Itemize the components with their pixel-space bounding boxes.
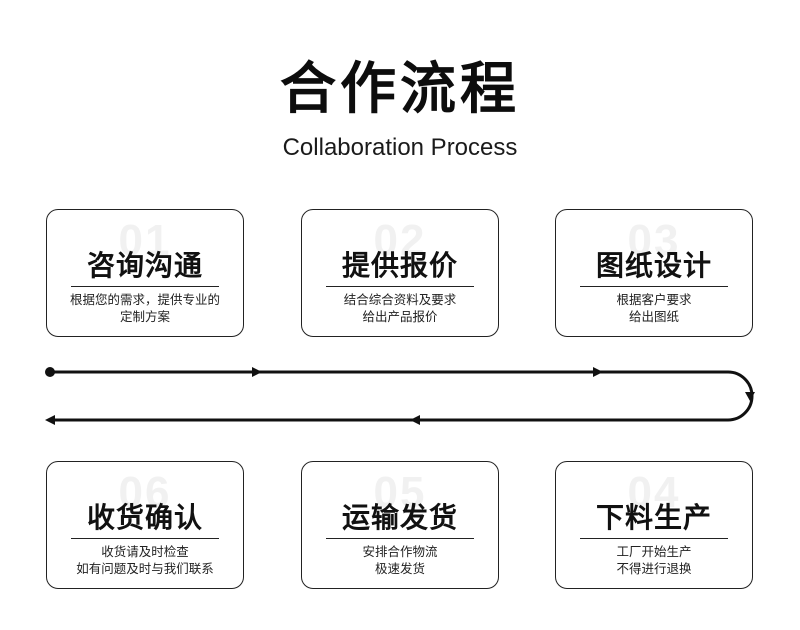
step-title: 收货确认 bbox=[86, 501, 203, 534]
step-description-line: 工厂开始生产 bbox=[616, 544, 692, 559]
step-title: 图纸设计 bbox=[595, 249, 712, 282]
step-description: 安排合作物流 极速发货 bbox=[308, 543, 492, 577]
step-card-02: 02 提供报价 结合综合资料及要求 给出产品报价 bbox=[301, 209, 499, 337]
arrow-right-icon bbox=[593, 367, 603, 377]
step-title: 下料生产 bbox=[595, 501, 712, 534]
step-description-line: 极速发货 bbox=[374, 561, 425, 576]
step-description-line: 根据您的需求，提供专业的 bbox=[69, 292, 220, 307]
step-description-line: 给出图纸 bbox=[628, 309, 679, 324]
step-description-line: 根据客户要求 bbox=[616, 292, 692, 307]
step-divider bbox=[326, 286, 474, 287]
step-card-05: 05 运输发货 安排合作物流 极速发货 bbox=[301, 461, 499, 589]
step-title: 咨询沟通 bbox=[86, 249, 203, 282]
step-number: 04 bbox=[627, 468, 681, 517]
step-description-line: 收货请及时检查 bbox=[101, 544, 189, 559]
step-description: 根据客户要求 给出图纸 bbox=[562, 291, 746, 325]
arrow-down-icon bbox=[745, 392, 755, 401]
step-number: 03 bbox=[627, 216, 681, 265]
step-divider bbox=[580, 286, 728, 287]
step-card-01: 01 咨询沟通 根据您的需求，提供专业的 定制方案 bbox=[46, 209, 244, 337]
step-description-line: 不得进行退换 bbox=[616, 561, 692, 576]
step-description: 工厂开始生产 不得进行退换 bbox=[562, 543, 746, 577]
step-description-line: 如有问题及时与我们联系 bbox=[76, 561, 214, 576]
step-card-04: 04 下料生产 工厂开始生产 不得进行退换 bbox=[555, 461, 753, 589]
step-description-line: 安排合作物流 bbox=[362, 544, 438, 559]
step-title: 提供报价 bbox=[341, 249, 458, 282]
step-divider bbox=[71, 286, 219, 287]
step-number: 01 bbox=[118, 216, 172, 265]
step-divider bbox=[71, 538, 219, 539]
step-card-03: 03 图纸设计 根据客户要求 给出图纸 bbox=[555, 209, 753, 337]
step-number: 02 bbox=[373, 216, 427, 265]
step-number: 05 bbox=[373, 468, 427, 517]
process-flow-arrows bbox=[45, 367, 755, 425]
step-card-06: 06 收货确认 收货请及时检查 如有问题及时与我们联系 bbox=[46, 461, 244, 589]
page-subtitle: Collaboration Process bbox=[282, 134, 518, 161]
arrow-left-icon bbox=[410, 415, 420, 425]
step-description: 收货请及时检查 如有问题及时与我们联系 bbox=[53, 543, 237, 577]
arrow-right-icon bbox=[252, 367, 262, 377]
step-description-line: 结合综合资料及要求 bbox=[343, 292, 457, 307]
step-number: 06 bbox=[118, 468, 172, 517]
flow-line bbox=[50, 370, 754, 422]
step-divider bbox=[326, 538, 474, 539]
step-title: 运输发货 bbox=[341, 501, 458, 534]
step-description: 根据您的需求，提供专业的 定制方案 bbox=[53, 291, 237, 325]
arrow-left-icon bbox=[45, 415, 55, 425]
step-description-line: 定制方案 bbox=[119, 309, 170, 324]
step-description-line: 给出产品报价 bbox=[362, 309, 438, 324]
step-divider bbox=[580, 538, 728, 539]
step-description: 结合综合资料及要求 给出产品报价 bbox=[308, 291, 492, 325]
flow-start-dot bbox=[45, 367, 55, 377]
page-title: 合作流程 bbox=[280, 57, 520, 122]
